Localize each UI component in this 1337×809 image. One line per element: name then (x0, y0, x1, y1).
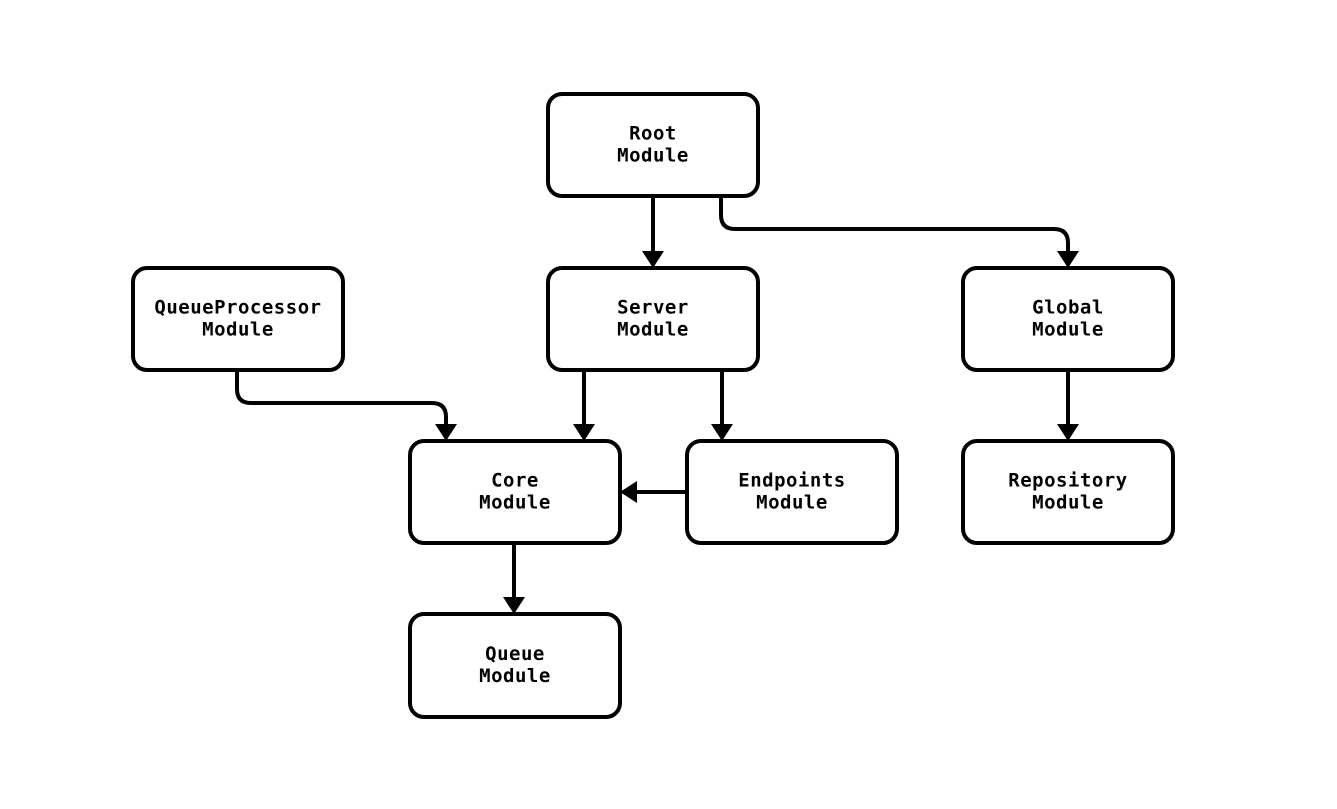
edge-arrowhead (1057, 251, 1079, 268)
node-label-repository-line1: Repository (1008, 470, 1127, 492)
node-label-core-line1: Core (491, 470, 539, 492)
node-label-root-line2: Module (617, 145, 689, 167)
node-label-server-line2: Module (617, 319, 689, 341)
edge-arrowhead (711, 424, 733, 441)
edge-root-to-server (642, 196, 664, 268)
node-label-queueprocessor-line1: QueueProcessor (154, 297, 321, 319)
node-box-global[interactable] (961, 266, 1175, 372)
node-label-queue-line2: Module (479, 665, 551, 687)
node-label-root-line1: Root (629, 123, 677, 145)
edge-arrowhead (503, 597, 525, 614)
edge-server-to-core (573, 370, 595, 441)
edge-arrowhead (573, 424, 595, 441)
edge-queueprocessor-to-core (235, 370, 457, 441)
edge-core-to-queue (503, 543, 525, 614)
node-box-repository[interactable] (961, 439, 1175, 545)
node-box-core[interactable] (408, 439, 622, 545)
edge-server-to-endpoints (711, 370, 733, 441)
edge-arrowhead (620, 481, 637, 503)
node-label-global-line2: Module (1032, 319, 1104, 341)
node-label-repository-line2: Module (1032, 492, 1104, 514)
node-box-queueprocessor[interactable] (131, 266, 345, 372)
node-label-endpoints-line2: Module (756, 492, 828, 514)
node-box-endpoints[interactable] (685, 439, 899, 545)
edge-arrowhead (642, 251, 664, 268)
node-label-core-line2: Module (479, 492, 551, 514)
edge-arrowhead (1057, 424, 1079, 441)
node-box-queue[interactable] (408, 612, 622, 719)
edge-global-to-repository (1057, 370, 1079, 441)
node-label-server-line1: Server (617, 297, 689, 319)
nodes-layer: RootModuleQueueProcessorModuleServerModu… (131, 92, 1175, 719)
edge-root-to-global (719, 196, 1079, 268)
node-label-queueprocessor-line2: Module (202, 319, 274, 341)
edges-layer (235, 196, 1079, 614)
edge-line (235, 370, 448, 433)
node-box-server[interactable] (546, 266, 760, 372)
edge-endpoints-to-core (620, 481, 687, 503)
node-label-global-line1: Global (1032, 297, 1104, 319)
node-label-queue-line1: Queue (485, 643, 545, 665)
node-label-endpoints-line1: Endpoints (738, 470, 845, 492)
edge-arrowhead (435, 424, 457, 441)
node-box-root[interactable] (546, 92, 760, 198)
edge-line (719, 196, 1070, 260)
